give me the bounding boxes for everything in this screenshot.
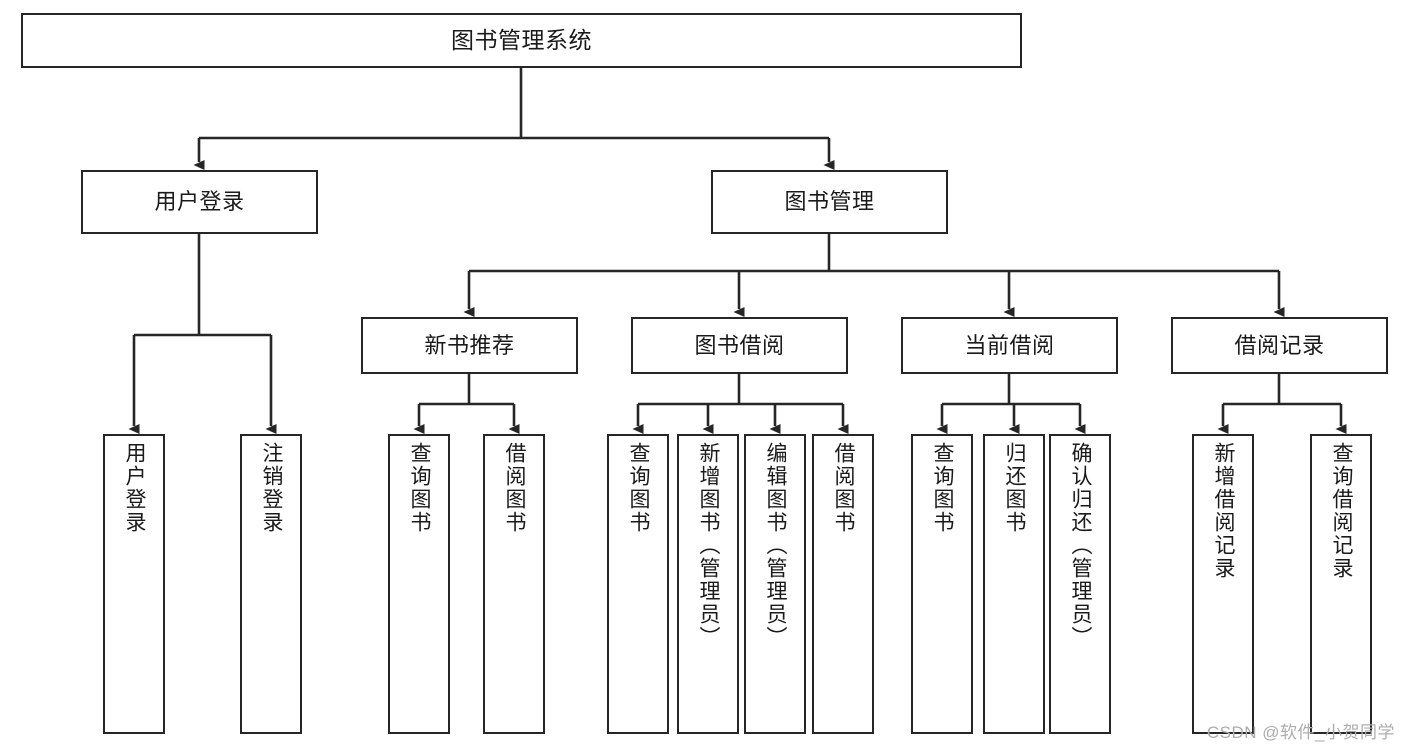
node-leaf-7[interactable]: 借阅图书 — [812, 434, 874, 734]
node-leaf-1-label: 注销登录 — [260, 442, 284, 534]
node-level3-2[interactable]: 当前借阅 — [901, 317, 1118, 374]
node-leaf-2[interactable]: 查询图书 — [388, 434, 450, 734]
node-level3-3-label: 借阅记录 — [1234, 332, 1325, 358]
node-leaf-3[interactable]: 借阅图书 — [483, 434, 545, 734]
node-level2-1-label: 图书管理 — [784, 189, 875, 215]
node-leaf-12[interactable]: 查询借阅记录 — [1310, 434, 1372, 734]
node-leaf-5-label: 新增图书（管理员） — [697, 442, 721, 649]
node-leaf-10[interactable]: 确认归还（管理员） — [1049, 434, 1111, 734]
node-leaf-4-label: 查询图书 — [627, 442, 651, 534]
node-level2-1[interactable]: 图书管理 — [711, 170, 948, 234]
node-leaf-0[interactable]: 用户登录 — [103, 434, 165, 734]
node-leaf-5[interactable]: 新增图书（管理员） — [677, 434, 739, 734]
node-level3-3[interactable]: 借阅记录 — [1171, 317, 1388, 374]
node-leaf-11-label: 新增借阅记录 — [1212, 442, 1236, 580]
node-leaf-3-label: 借阅图书 — [503, 442, 527, 534]
node-leaf-8[interactable]: 查询图书 — [911, 434, 973, 734]
node-leaf-10-label: 确认归还（管理员） — [1069, 442, 1093, 649]
node-level3-1[interactable]: 图书借阅 — [631, 317, 848, 374]
node-leaf-0-label: 用户登录 — [123, 442, 147, 534]
node-root-label: 图书管理系统 — [451, 26, 592, 53]
csdn-watermark: CSDN @软件_小贺同学 — [1206, 723, 1395, 742]
node-leaf-11[interactable]: 新增借阅记录 — [1192, 434, 1254, 734]
node-leaf-7-label: 借阅图书 — [832, 442, 856, 534]
node-level3-0[interactable]: 新书推荐 — [361, 317, 578, 374]
node-level2-0[interactable]: 用户登录 — [81, 170, 318, 234]
node-leaf-8-label: 查询图书 — [931, 442, 955, 534]
node-leaf-6[interactable]: 编辑图书（管理员） — [744, 434, 806, 734]
node-level3-1-label: 图书借阅 — [694, 332, 785, 358]
node-leaf-1[interactable]: 注销登录 — [240, 434, 302, 734]
node-level3-0-label: 新书推荐 — [424, 332, 515, 358]
node-leaf-2-label: 查询图书 — [408, 442, 432, 534]
node-leaf-12-label: 查询借阅记录 — [1330, 442, 1354, 580]
node-level2-0-label: 用户登录 — [154, 189, 245, 215]
node-leaf-6-label: 编辑图书（管理员） — [764, 442, 788, 649]
node-root[interactable]: 图书管理系统 — [21, 13, 1022, 68]
node-leaf-4[interactable]: 查询图书 — [607, 434, 669, 734]
node-leaf-9-label: 归还图书 — [1003, 442, 1027, 534]
node-level3-2-label: 当前借阅 — [964, 332, 1055, 358]
node-leaf-9[interactable]: 归还图书 — [983, 434, 1045, 734]
